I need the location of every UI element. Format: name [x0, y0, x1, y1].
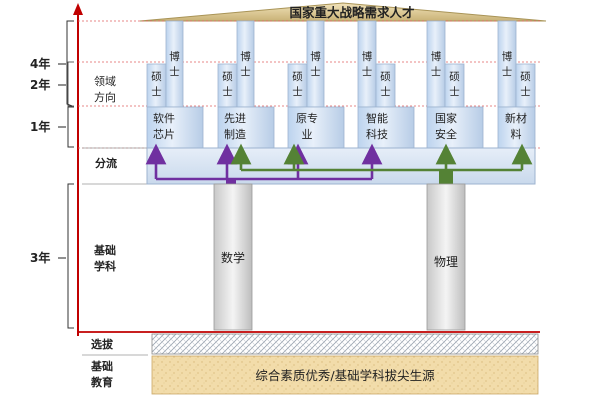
stage-edu-line2: 教育 [90, 375, 113, 389]
pillar-math-label: 数学 [221, 250, 245, 265]
pillar-physics: 物理 [426, 183, 466, 331]
bracket-3yr [67, 183, 74, 329]
master-label-line2: 士 [380, 85, 391, 98]
master-label-line1: 硕 [222, 71, 233, 83]
stage-domain-line2: 方向 [94, 90, 116, 104]
direction-label-line2: 科技 [366, 127, 388, 141]
bracket-2yr [67, 61, 74, 107]
year-label-3: 3年 [30, 250, 50, 265]
pillar-physics-label: 物理 [434, 255, 458, 269]
doctor-label-line1: 博 [502, 50, 513, 63]
doctor-label-line2: 士 [502, 65, 513, 78]
doctor-label-line1: 博 [431, 50, 442, 63]
doctor-label-line1: 博 [362, 50, 373, 63]
doctor-label-line2: 士 [431, 65, 442, 78]
direction-label-line2: 芯片 [153, 127, 175, 141]
master-label-line2: 士 [449, 85, 460, 98]
column-new-materials: 博 士 硕 士 新材 料 [497, 20, 536, 149]
master-label-line1: 硕 [449, 71, 460, 83]
direction-label-line2: 料 [511, 127, 522, 141]
doctor-label-line2: 士 [362, 65, 373, 78]
master-label-line1: 硕 [520, 71, 531, 83]
master-label-line2: 士 [151, 85, 162, 98]
direction-label-line2: 业 [302, 128, 313, 141]
direction-label-line2: 制造 [224, 127, 246, 141]
stage-basic-line2: 学科 [94, 259, 116, 273]
foundation-text: 综合素质优秀/基础学科拔尖生源 [255, 368, 435, 383]
axis-arrowhead [73, 3, 83, 15]
stage-domain-line1: 领域 [94, 75, 116, 88]
direction-label-line1: 软件 [153, 111, 175, 125]
bracket-4yr [66, 20, 74, 107]
doctor-label-line1: 博 [240, 50, 251, 63]
direction-label-line1: 智能 [366, 111, 388, 125]
column-nuclear: 硕 士 博 士 原专 业 [287, 20, 345, 149]
roof-title: 国家重大战略需求人才 [289, 5, 414, 20]
doctor-label-line2: 士 [240, 65, 251, 78]
stage-basic-line1: 基础 [93, 243, 116, 257]
stage-xuanba: 选拔 [91, 337, 114, 351]
year-label-4: 4年 [30, 56, 50, 71]
doctor-label-line2: 士 [169, 65, 180, 78]
master-label-line1: 硕 [151, 71, 162, 83]
pillar-math: 数学 [213, 183, 253, 331]
roof: 国家重大战略需求人才 [139, 2, 547, 22]
column-intelligent-tech: 博 士 硕 士 智能 科技 [357, 20, 415, 149]
direction-columns: 硕 士 博 士 软件 芯片 硕 士 博 士 先进 制造 硕 士 博 士 [146, 20, 536, 149]
direction-label-line1: 新材 [505, 111, 527, 125]
doctor-label-line2: 士 [310, 65, 321, 78]
column-software-chip: 硕 士 博 士 软件 芯片 [146, 20, 204, 149]
master-label-line1: 硕 [380, 71, 391, 83]
column-advanced-manufacturing: 硕 士 博 士 先进 制造 [217, 20, 275, 149]
stage-edu-line1: 基础 [90, 359, 113, 373]
master-label-line2: 士 [520, 85, 531, 98]
master-label-line2: 士 [222, 85, 233, 98]
column-national-security: 博 士 硕 士 国家 安全 [426, 20, 484, 149]
direction-label-line1: 原专 [296, 111, 318, 125]
direction-label-line2: 安全 [435, 127, 457, 141]
direction-label-line1: 国家 [435, 111, 457, 125]
purple-flow-arrows [145, 143, 383, 184]
doctor-label-line1: 博 [169, 50, 180, 63]
bracket-1yr [67, 106, 74, 148]
year-label-2: 2年 [30, 77, 50, 92]
doctor-label-line1: 博 [310, 50, 321, 63]
left-stage-labels: 4年 2年 1年 3年 领域 方向 分流 基础 学科 选拔 基础 教育 [30, 20, 148, 389]
green-flow-arrows [230, 143, 533, 184]
selection-strip [151, 333, 539, 355]
direction-label-line1: 先进 [224, 112, 246, 125]
stage-fenliu: 分流 [95, 156, 117, 170]
foundation: 综合素质优秀/基础学科拔尖生源 [151, 355, 539, 395]
master-label-line1: 硕 [292, 71, 303, 83]
master-label-line2: 士 [292, 85, 303, 98]
year-label-1: 1年 [30, 119, 50, 134]
